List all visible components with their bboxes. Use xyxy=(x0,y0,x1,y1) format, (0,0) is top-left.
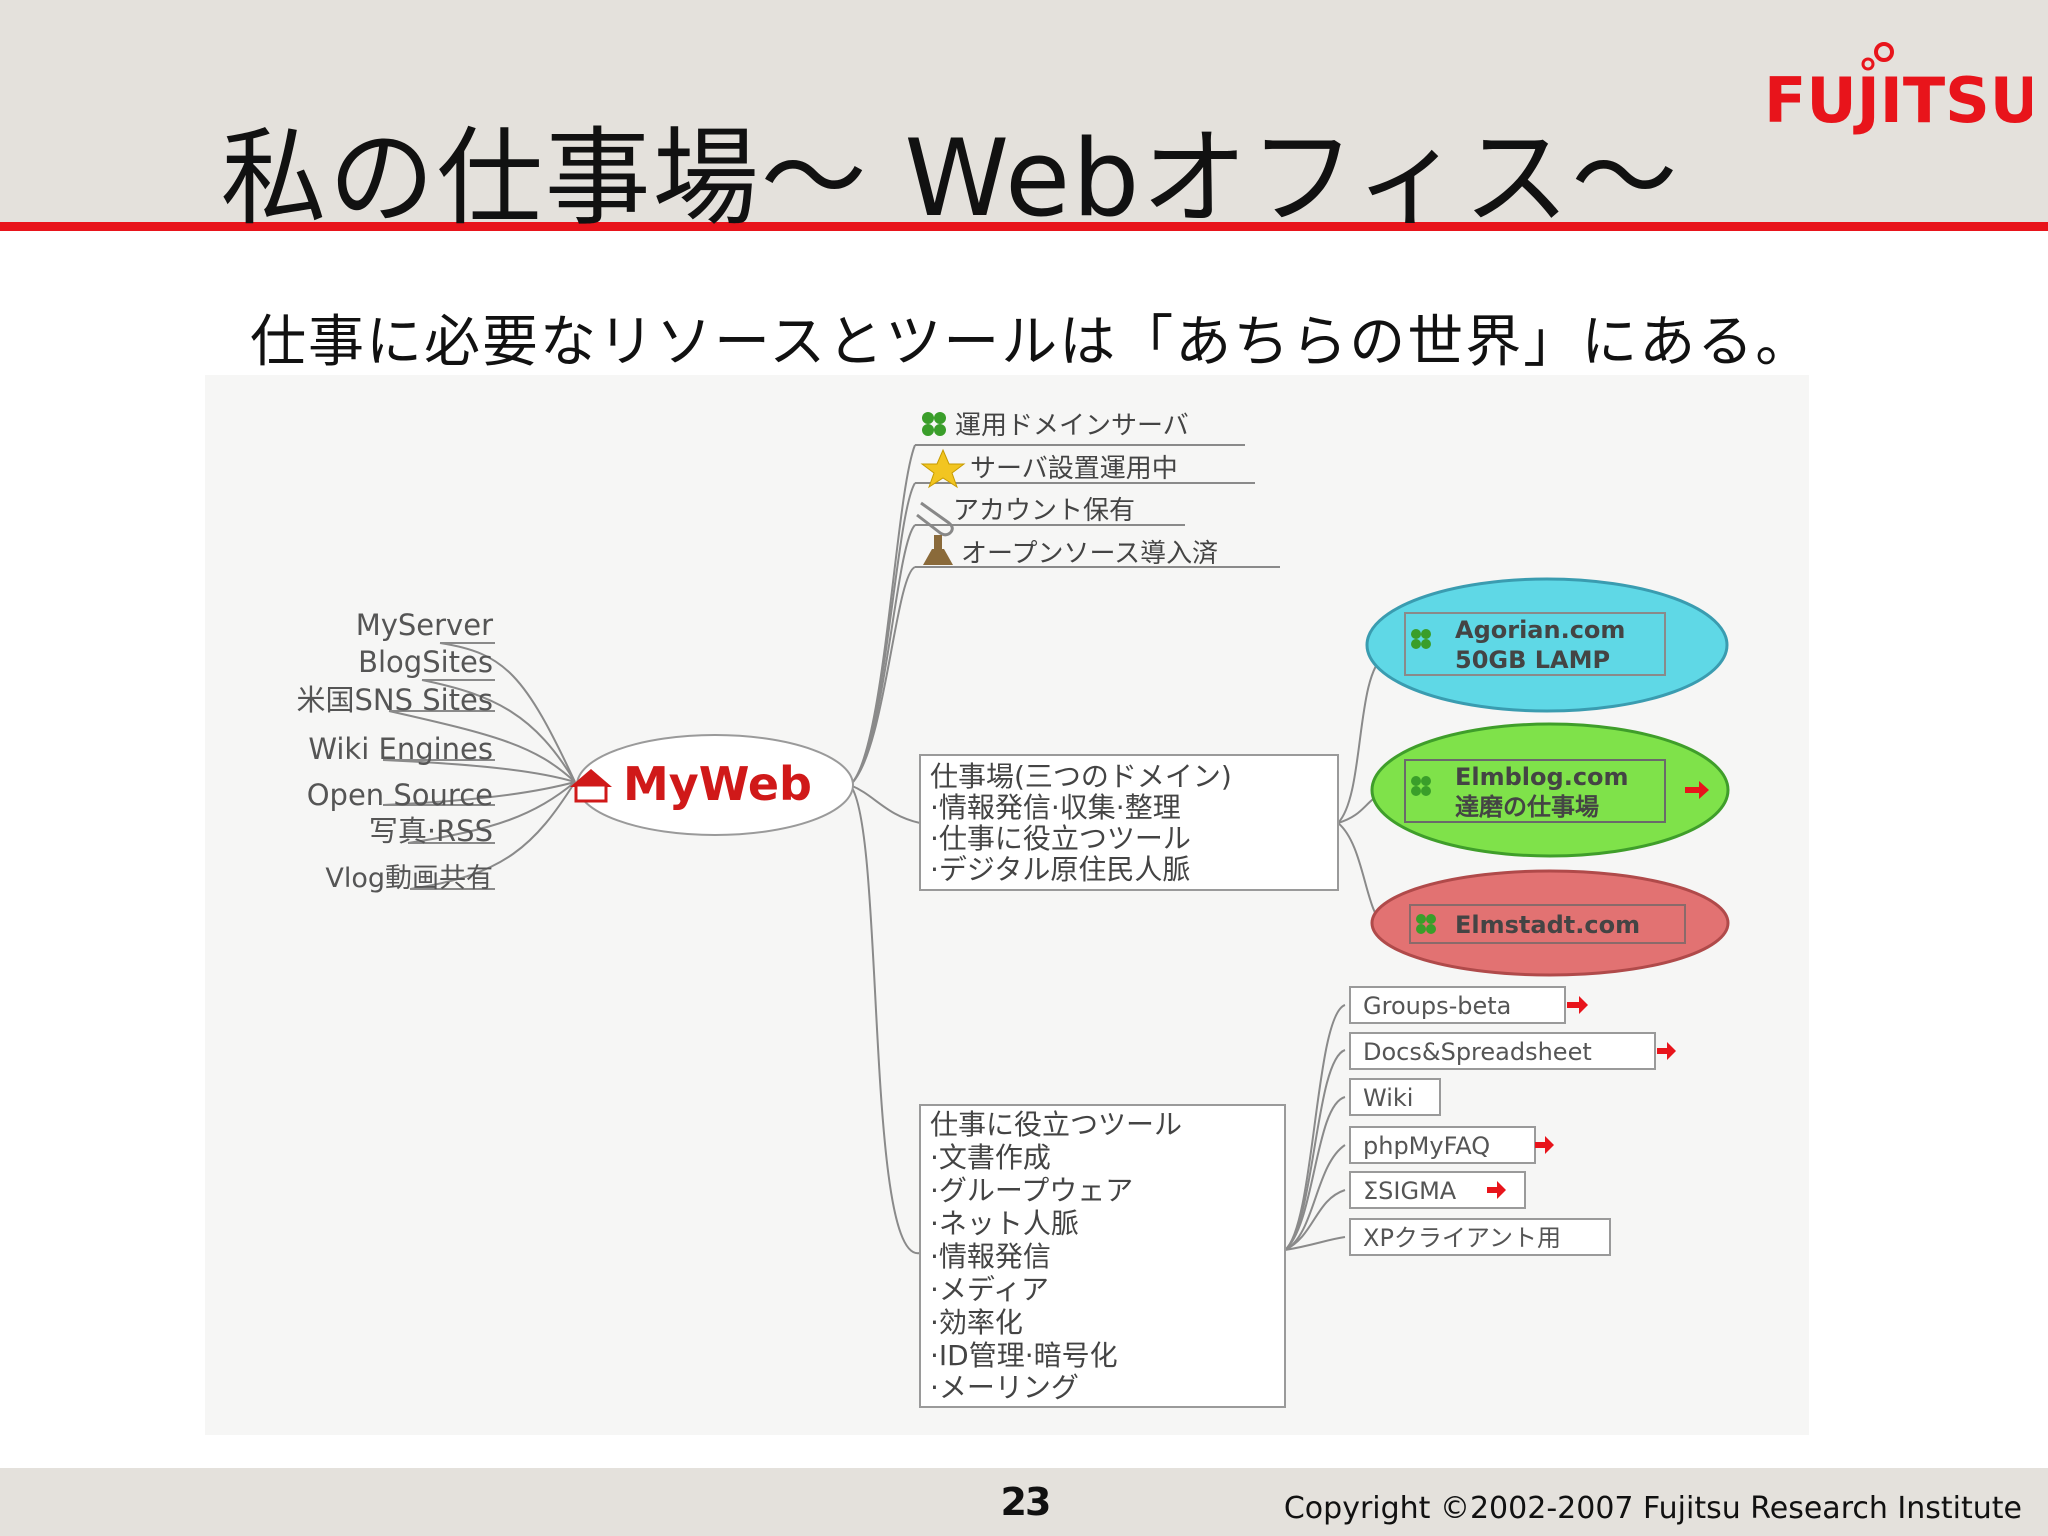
svg-text:運用ドメインサーバ: 運用ドメインサーバ xyxy=(955,411,1189,441)
svg-text:Elmstadt.com: Elmstadt.com xyxy=(1455,911,1640,939)
clover-icon xyxy=(1411,629,1431,649)
left-node-wiki-engines: Wiki Engines xyxy=(308,732,493,766)
svg-text:Agorian.com: Agorian.com xyxy=(1455,616,1625,644)
tool-wiki: Wiki xyxy=(1349,1078,1441,1116)
tools-box: 仕事に役立つツール ·文書作成 ·グループウェア ·ネット人脈 ·情報発信 ·メ… xyxy=(919,1104,1286,1408)
clover-icon xyxy=(1411,776,1431,796)
legend-clover: 運用ドメインサーバ xyxy=(922,411,1189,441)
legend-star: サーバ設置運用中 xyxy=(920,448,1178,489)
copyright-text: Copyright ©2002-2007 Fujitsu Research In… xyxy=(1283,1491,2022,1526)
slide-footer xyxy=(0,1468,2048,1536)
svg-text:サーバ設置運用中: サーバ設置運用中 xyxy=(970,454,1178,484)
clover-icon xyxy=(922,412,946,436)
legend-paperclip: アカウント保有 xyxy=(916,496,1135,537)
red-arrow-icon xyxy=(1535,1136,1554,1154)
slide-header xyxy=(0,0,2048,222)
svg-text:Groups-beta: Groups-beta xyxy=(1363,992,1511,1020)
svg-text:Wiki: Wiki xyxy=(1363,1084,1413,1112)
svg-text:·メーリング: ·メーリング xyxy=(930,1371,1079,1404)
svg-text:·ID管理·暗号化: ·ID管理·暗号化 xyxy=(930,1339,1118,1372)
flask-icon xyxy=(923,535,953,565)
svg-text:仕事に役立つツール: 仕事に役立つツール xyxy=(930,1108,1182,1141)
tool-docs-spreadsheet: Docs&Spreadsheet xyxy=(1349,1032,1676,1070)
svg-text:·仕事に役立つツール: ·仕事に役立つツール xyxy=(930,822,1191,855)
svg-text:ΣSIGMA: ΣSIGMA xyxy=(1363,1177,1457,1205)
clover-icon xyxy=(1416,914,1436,934)
paperclip-icon xyxy=(916,501,954,537)
red-arrow-icon xyxy=(1567,996,1588,1014)
mindmap-connectors xyxy=(382,444,1386,1255)
red-arrow-icon xyxy=(1685,781,1709,799)
svg-text:·ネット人脈: ·ネット人脈 xyxy=(930,1207,1079,1240)
star-icon xyxy=(920,448,966,489)
domain-elmblog: Elmblog.com 達磨の仕事場 xyxy=(1370,722,1730,858)
left-node-open-source: Open Source xyxy=(307,778,493,812)
svg-text:アカウント保有: アカウント保有 xyxy=(953,496,1135,526)
svg-text:50GB LAMP: 50GB LAMP xyxy=(1455,646,1610,674)
home-icon xyxy=(570,769,612,803)
svg-text:Docs&Spreadsheet: Docs&Spreadsheet xyxy=(1363,1038,1592,1066)
left-node-us-sns-sites: 米国SNS Sites xyxy=(296,683,493,717)
domain-elmstadt: Elmstadt.com xyxy=(1370,869,1730,977)
svg-text:·情報発信: ·情報発信 xyxy=(930,1240,1051,1273)
left-node-vlog: Vlog動画共有 xyxy=(325,863,493,894)
left-node-photo-rss: 写真·RSS xyxy=(369,814,493,848)
svg-text:phpMyFAQ: phpMyFAQ xyxy=(1363,1132,1490,1160)
tool-groups-beta: Groups-beta xyxy=(1349,986,1588,1024)
red-arrow-icon xyxy=(1487,1181,1506,1199)
left-node-blogsites: BlogSites xyxy=(358,645,493,679)
slide-title: 私の仕事場～ Webオフィス～ xyxy=(220,117,1680,240)
svg-text:·メディア: ·メディア xyxy=(930,1273,1049,1306)
mindmap-diagram: MyServer BlogSites 米国SNS Sites Wiki Engi… xyxy=(205,375,1809,1435)
svg-text:仕事場(三つのドメイン): 仕事場(三つのドメイン) xyxy=(930,760,1232,793)
svg-text:FUJITSU: FUJITSU xyxy=(1764,64,2032,137)
svg-text:達磨の仕事場: 達磨の仕事場 xyxy=(1455,793,1599,821)
tool-xp-client: XPクライアント用 xyxy=(1349,1218,1611,1256)
svg-text:XPクライアント用: XPクライアント用 xyxy=(1363,1224,1561,1252)
svg-text:·情報発信·収集·整理: ·情報発信·収集·整理 xyxy=(930,791,1181,824)
svg-text:·効率化: ·効率化 xyxy=(930,1306,1023,1339)
workplace-box: 仕事場(三つのドメイン) ·情報発信·収集·整理 ·仕事に役立つツール ·デジタ… xyxy=(919,754,1339,891)
svg-text:オープンソース導入済: オープンソース導入済 xyxy=(961,539,1218,569)
svg-text:·デジタル原住民人脈: ·デジタル原住民人脈 xyxy=(930,853,1190,886)
svg-text:·グループウェア: ·グループウェア xyxy=(930,1174,1133,1207)
tool-phpmyfaq: phpMyFAQ xyxy=(1349,1126,1554,1164)
page-number: 23 xyxy=(1000,1480,1052,1524)
center-node-myweb: MyWeb xyxy=(570,734,854,836)
left-node-myserver: MyServer xyxy=(356,608,493,642)
legend-flask: オープンソース導入済 xyxy=(923,535,1218,569)
header-red-rule xyxy=(0,222,2048,231)
fujitsu-logo: FUJITSU xyxy=(1764,42,2032,137)
slide-subtitle: 仕事に必要なリソースとツールは「あちらの世界」にある。 xyxy=(250,310,1814,375)
svg-text:MyWeb: MyWeb xyxy=(623,757,812,811)
tool-sigma: ΣSIGMA xyxy=(1349,1171,1526,1209)
svg-text:Elmblog.com: Elmblog.com xyxy=(1455,763,1629,791)
svg-text:·文書作成: ·文書作成 xyxy=(930,1141,1051,1174)
red-arrow-icon xyxy=(1657,1042,1676,1060)
domain-agorian: Agorian.com 50GB LAMP xyxy=(1365,577,1729,713)
